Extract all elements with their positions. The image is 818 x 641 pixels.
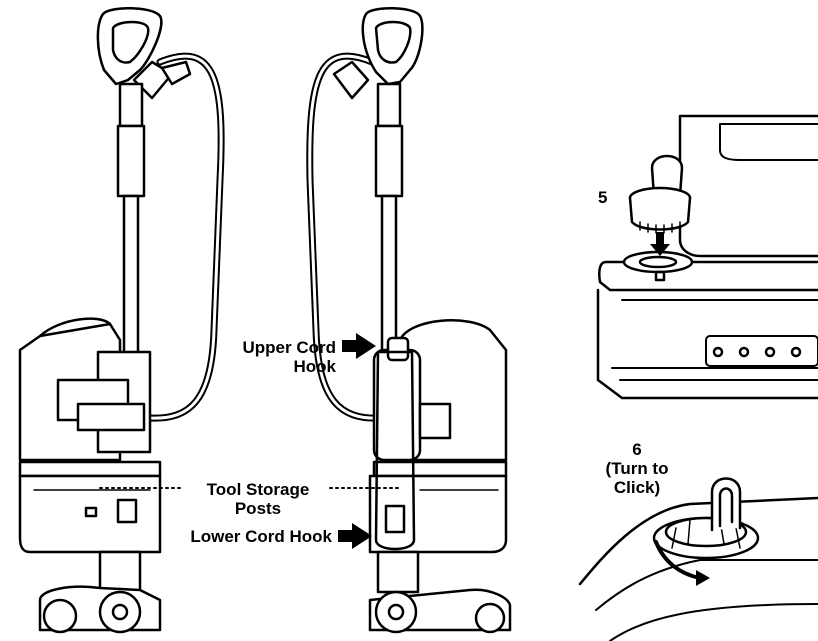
upper-cord-hook-label: Upper Cord Hook [228,338,337,376]
step-6-label: 6 (Turn to Click) [592,440,682,497]
tool-storage-posts-line2: Posts [234,499,282,518]
detail-5 [596,114,818,400]
insert-down-arrow [650,232,670,256]
step-6-line2: (Turn to [605,459,669,478]
detail-6 [578,477,818,641]
callouts [99,333,401,549]
upper-cord-hook-line1: Upper Cord [242,338,337,357]
upper-cord-hook-line2: Hook [293,357,337,376]
turn-arrow [654,540,702,580]
step-6-line3: Click) [613,478,661,497]
lower-cord-hook-arrow [338,523,372,549]
vacuum-right-view [306,7,512,634]
upper-cord-hook-arrow [342,333,376,359]
vacuum-left-view [18,6,225,634]
lower-cord-hook-label: Lower Cord Hook [190,527,332,546]
tool-storage-posts-line1: Tool Storage [206,480,310,499]
step-6-number: 6 [632,440,642,459]
tool-storage-posts-label: Tool Storage Posts [186,480,330,518]
step-5-label: 5 [598,188,608,207]
